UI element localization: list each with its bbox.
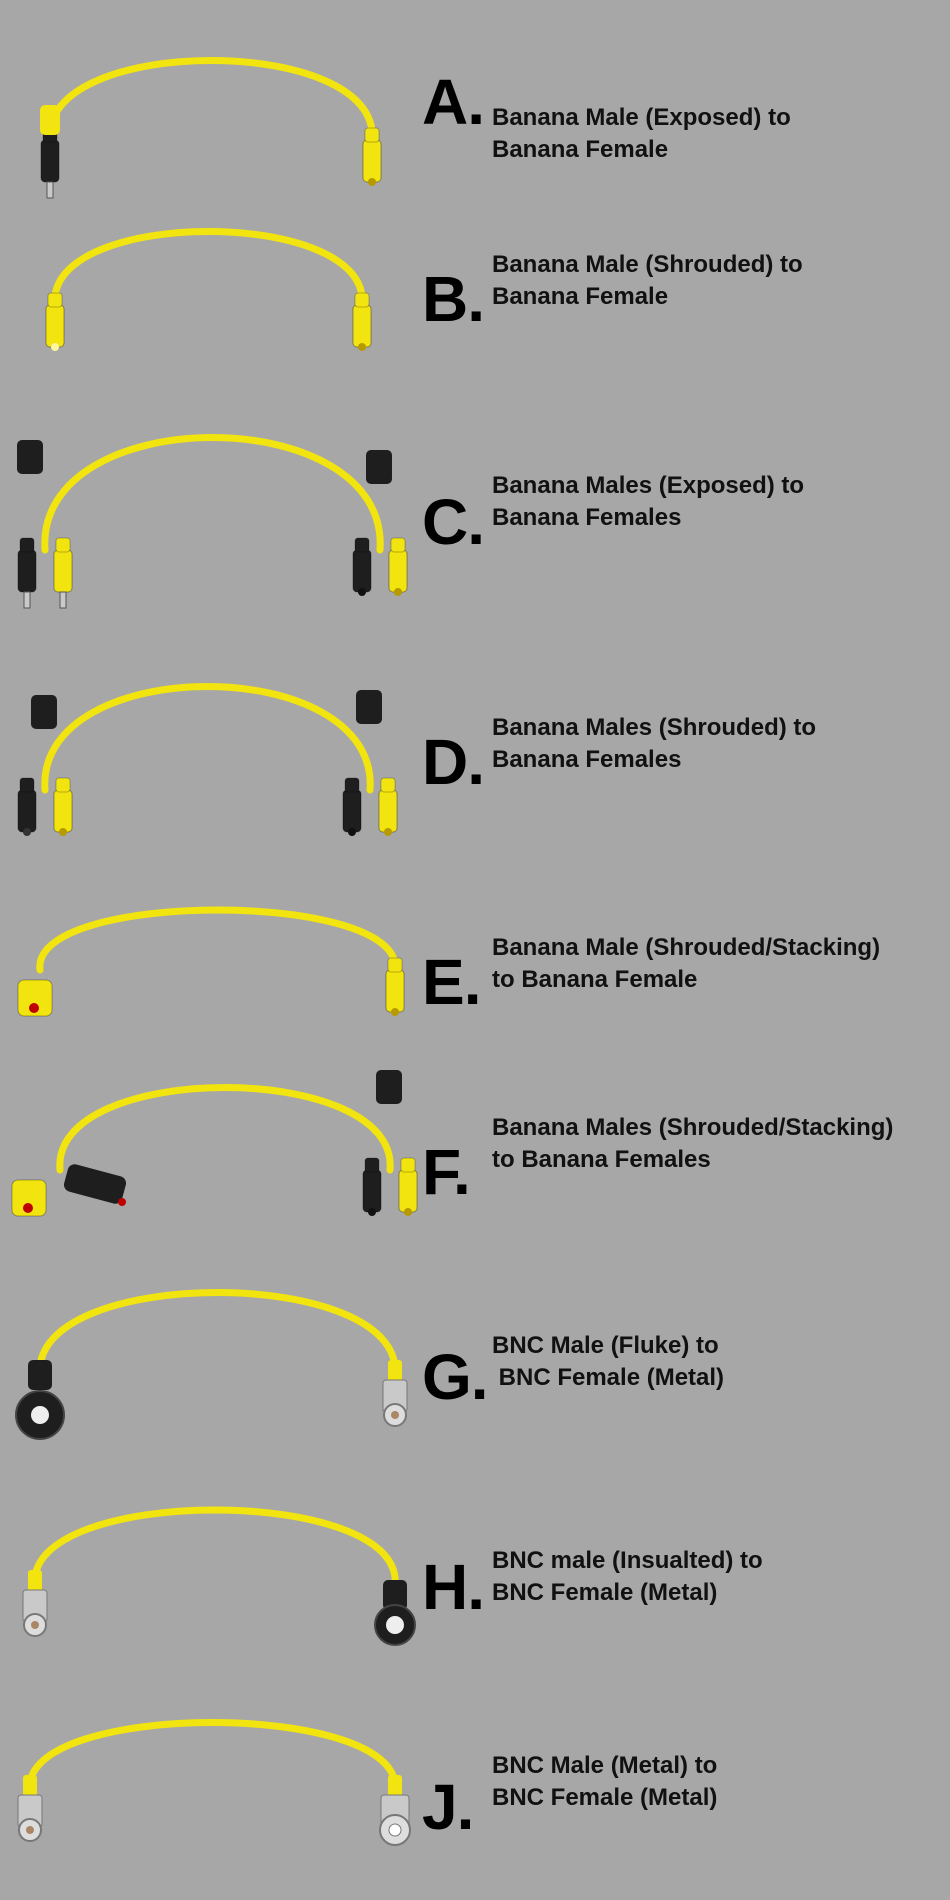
description-line-2: BNC Female (Metal) — [492, 1364, 725, 1391]
bnc-male-metal-icon — [379, 1775, 411, 1846]
item-description: BNC male (Insualted) to BNC Female (Metal… — [492, 1545, 763, 1609]
item-letter: A. — [422, 66, 485, 138]
cable-item: B. Banana Male (Shrouded) to Banana Female — [0, 205, 950, 385]
cable-wire — [26, 1719, 399, 1794]
cable-item: J. BNC Male (Metal) to BNC Female (Metal) — [0, 1700, 950, 1870]
cable-image — [45, 228, 372, 351]
banana-female-icon — [362, 127, 382, 186]
cable-wire — [41, 434, 384, 554]
item-letter: F. — [422, 1136, 471, 1208]
cable-item: G.BNC Male (Fluke) to BNC Female (Metal) — [0, 1265, 950, 1455]
item-letter: D. — [422, 726, 485, 798]
item-letter: E. — [422, 946, 481, 1018]
banana-female-icon — [385, 957, 405, 1016]
item-description: Banana Males (Exposed) to Banana Females — [492, 470, 804, 534]
cable-image — [17, 683, 398, 836]
item-letter: C. — [422, 486, 485, 558]
dual-banana-female-icon — [362, 1070, 418, 1216]
item-letter: B. — [422, 263, 485, 335]
bnc-female-metal-icon — [17, 1775, 43, 1842]
cable-wire — [36, 906, 399, 974]
cable-wire — [31, 1506, 399, 1589]
cable-image — [17, 434, 408, 609]
description-line-1: BNC Male (Fluke) to — [492, 1332, 719, 1359]
description-line-2: Banana Female — [492, 136, 669, 163]
item-description: Banana Male (Shrouded/Stacking) to Banana… — [492, 932, 880, 996]
cable-item: E. Banana Male (Shrouded/Stacking) to Bana… — [0, 890, 950, 1050]
item-description: BNC Male (Metal) to BNC Female (Metal) — [492, 1750, 717, 1814]
item-description: Banana Male (Exposed) to Banana Female — [492, 102, 791, 166]
description-line-1: BNC male (Insualted) to — [492, 1547, 763, 1574]
bnc-female-metal-icon — [382, 1360, 408, 1427]
stacking-banana-male-icon — [17, 979, 53, 1017]
description-line-1: Banana Male (Exposed) to — [492, 104, 791, 131]
cable-image — [11, 1070, 418, 1217]
dual-banana-female-icon — [342, 690, 398, 836]
item-letter: H. — [422, 1551, 485, 1623]
description-line-1: Banana Males (Shrouded) to — [492, 714, 817, 741]
cable-image — [17, 1719, 411, 1846]
cable-item: C. Banana Males (Exposed) to Banana Female… — [0, 400, 950, 630]
cable-image — [17, 906, 405, 1017]
dual-banana-male-shrouded-icon — [17, 695, 73, 836]
cable-wire — [36, 1289, 399, 1379]
item-letter: G. — [422, 1341, 489, 1413]
bnc-male-insulated-icon — [374, 1580, 416, 1646]
description-line-2: Banana Females — [492, 746, 682, 773]
description-line-1: BNC Male (Metal) to — [492, 1752, 718, 1779]
bnc-male-fluke-icon — [15, 1360, 65, 1440]
description-line-1: Banana Male (Shrouded/Stacking) — [492, 934, 881, 961]
item-letter: J. — [422, 1771, 474, 1843]
cable-wire — [56, 1084, 394, 1174]
description-line-2: BNC Female (Metal) — [492, 1579, 718, 1606]
description-line-2: to Banana Females — [492, 1146, 711, 1173]
cable-item: F. Banana Males (Shrouded/Stacking) to Ban… — [0, 1060, 950, 1250]
dual-stacking-banana-male-icon — [11, 1164, 127, 1217]
dual-banana-male-exposed-icon — [17, 440, 73, 609]
item-description: Banana Males (Shrouded/Stacking) to Banan… — [492, 1112, 893, 1176]
cable-wire — [41, 683, 374, 794]
banana-female-icon — [352, 292, 372, 351]
banana-male-exposed-icon — [40, 105, 60, 199]
cable-item: D. Banana Males (Shrouded) to Banana Femal… — [0, 650, 950, 865]
item-description: BNC Male (Fluke) to BNC Female (Metal) — [492, 1330, 724, 1394]
cable-image — [40, 57, 382, 199]
cable-item: A. Banana Male (Exposed) to Banana Female — [0, 30, 950, 220]
dual-banana-female-icon — [352, 450, 408, 596]
description-line-2: Banana Females — [492, 504, 682, 531]
cable-item: H. BNC male (Insualted) to BNC Female (Met… — [0, 1485, 950, 1665]
item-description: Banana Males (Shrouded) to Banana Females — [492, 712, 816, 776]
cable-image — [15, 1289, 408, 1440]
item-description: Banana Male (Shrouded) to Banana Female — [492, 249, 803, 313]
description-line-1: Banana Males (Shrouded/Stacking) — [492, 1114, 894, 1141]
banana-male-shrouded-icon — [45, 292, 65, 351]
cable-image — [22, 1506, 416, 1646]
cable-wire — [46, 57, 376, 144]
description-line-1: Banana Males (Exposed) to — [492, 472, 805, 499]
cable-wire — [51, 228, 366, 309]
description-line-2: Banana Female — [492, 283, 669, 310]
description-line-2: to Banana Female — [492, 966, 698, 993]
description-line-2: BNC Female (Metal) — [492, 1784, 718, 1811]
bnc-female-metal-icon — [22, 1570, 48, 1637]
description-line-1: Banana Male (Shrouded) to — [492, 251, 803, 278]
